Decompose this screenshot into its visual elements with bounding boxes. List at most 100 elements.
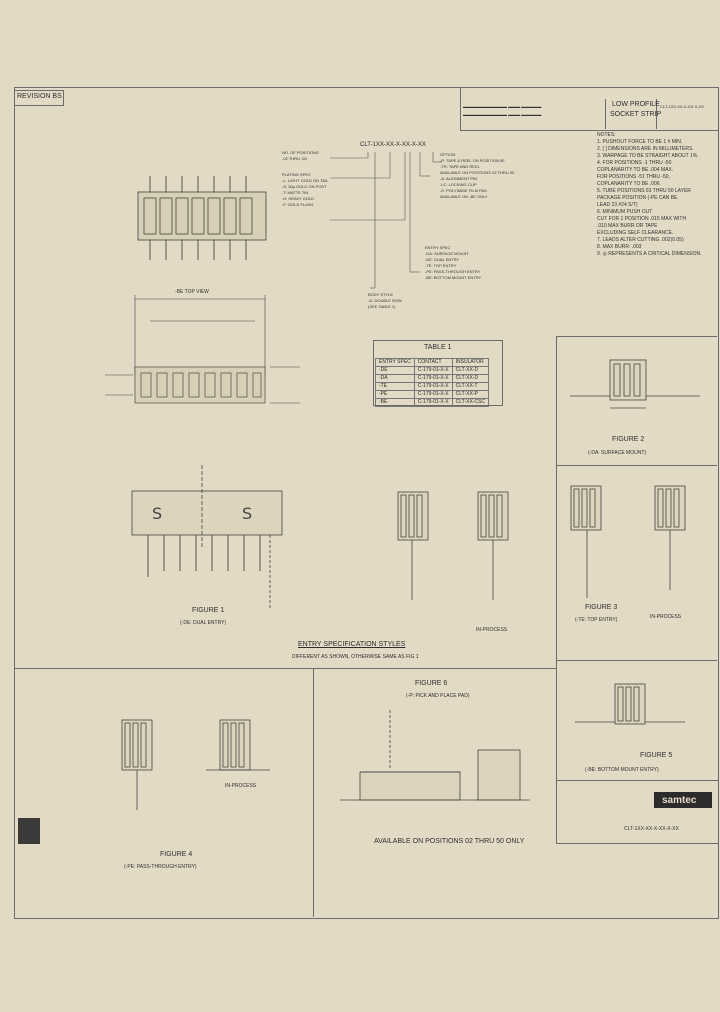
callout-text-block-3: OPTION-P: TAPE & REEL ON POSITION 50-TR:…	[440, 152, 515, 199]
figure3-drawing	[570, 485, 686, 598]
figure4-drawing	[121, 719, 270, 810]
table-cell: C-179-01-X-X	[413, 374, 453, 383]
table1-header: CONTACT	[413, 358, 453, 367]
table-cell: -DA	[375, 374, 415, 383]
top-view-drawing	[137, 176, 267, 260]
callout-leaders	[330, 152, 442, 289]
note-line: LEAD 23 #24 S/T)	[597, 202, 638, 208]
company-logo: samtec	[662, 795, 697, 806]
figure1-sub: (-DE: DUAL ENTRY)	[180, 620, 227, 626]
note-line: 7. LEADS ALTER CUTTING .002(0.05)	[597, 237, 684, 243]
title-header-divider	[605, 99, 606, 129]
figure3-in-process: IN-PROCESS	[650, 614, 682, 620]
table1-header: INSULATOR	[451, 358, 490, 367]
drawing-frame	[14, 87, 719, 919]
note-line: 6. MINIMUM PUSH OUT	[597, 209, 653, 215]
title-header-box	[460, 87, 719, 131]
figure6-sub: (-P: PICK AND PLACE PAD)	[406, 693, 470, 699]
table-cell: CLT-XX-CSC	[451, 398, 490, 407]
table-row: -DA C-179-01-X-X CLT-XX-D	[375, 374, 490, 383]
table-cell: C-179-01-X-X	[413, 366, 453, 375]
right-divider-3	[556, 660, 717, 661]
figure5-drawing	[575, 683, 685, 725]
figure4-in-process: IN-PROCESS	[225, 783, 257, 789]
note-line: 8. MAX BURR: .003	[597, 244, 642, 250]
table-row: -TE C-179-01-X-X CLT-XX-T	[375, 382, 490, 391]
note-line: 3. WARPAGE TO BE STRAIGHT ABOUT 1%.	[597, 153, 699, 159]
svg-text:S: S	[152, 504, 162, 523]
tolerance-line-2: ▬▬▬▬▬▬▬▬▬▬▬ ▬▬▬ ▬▬▬▬▬	[463, 112, 542, 117]
bottom-title-block	[556, 780, 719, 844]
table-row: -BE C-179-01-X-X CLT-XX-CSC	[375, 398, 490, 407]
top-view-label: -BE TOP VIEW	[175, 289, 209, 295]
svg-text:S: S	[242, 504, 252, 523]
entry-styles-sub: DIFFERENT AS SHOWN, OTHERWISE SAME AS FI…	[292, 654, 419, 660]
figure6-drawing	[340, 710, 530, 801]
lower-vert-divider	[313, 668, 314, 917]
figure2-drawing	[570, 359, 700, 409]
revision-box	[14, 90, 64, 106]
figure1-drawing: S S	[131, 465, 283, 610]
callout-text-block-1: NO. OF POSITIONS-02 THRU -50	[282, 150, 319, 161]
callout-text-block-5: BODY STYLE-D: DOUBLE ROW(SEE TABLE 1)	[368, 292, 402, 309]
note-line: 2. [ ] DIMENSIONS ARE IN MILLIMETERS.	[597, 146, 694, 152]
notes-block: NOTES: 1. PUSHOUT FORCE TO BE 1 # MIN. 2…	[597, 132, 715, 258]
title-line-2: SOCKET STRIP	[610, 111, 662, 118]
title-header-divider-2	[656, 99, 657, 129]
right-column-divider	[556, 336, 557, 780]
note-line: 5. TUBE POSITIONS 03 THRU 50 LAYER	[597, 188, 691, 194]
bottom-part-number: CLT-1XX-XX-X-XX-X-XX	[624, 826, 679, 832]
table1-title: TABLE 1	[424, 344, 452, 351]
figure3-label: FIGURE 3	[585, 604, 618, 611]
table1-header: ENTRY SPEC	[375, 358, 415, 367]
table1: ENTRY SPEC CONTACT INSULATOR -DE C-179-0…	[375, 358, 490, 407]
figure4-label: FIGURE 4	[160, 851, 193, 858]
figure6-label: FIGURE 6	[415, 680, 448, 687]
part-number-header: CLT-1XX-XX-X-XX-X-XX	[660, 104, 704, 109]
table-cell: CLT-XX-T	[451, 382, 490, 391]
table-cell: -PE	[375, 390, 415, 399]
revision-label: REVISION BS	[17, 93, 62, 100]
figure2-label: FIGURE 2	[612, 436, 645, 443]
availability-note: AVAILABLE ON POSITIONS 02 THRU 50 ONLY	[374, 838, 525, 845]
table-cell: C-179-01-X-X	[413, 382, 453, 391]
table-cell: C-179-01-X-X	[413, 390, 453, 399]
note-line: COPLANARITY TO BE .004 MAX.	[597, 167, 674, 173]
table-cell: -BE	[375, 398, 415, 407]
table-cell: -DE	[375, 366, 415, 375]
tolerance-line-1: ▬▬▬▬▬▬▬▬▬▬▬ ▬▬▬ ▬▬▬▬▬	[463, 104, 542, 109]
note-line: NOTES:	[597, 132, 616, 138]
note-line: EXCLUDING SELF CLEARANCE.	[597, 230, 674, 236]
stamp-box	[18, 818, 40, 844]
figure5-sub: (-BE: BOTTOM MOUNT ENTRY)	[585, 767, 659, 773]
part-number-callout: CLT-1XX-XX-X-XX-X-XX	[360, 142, 426, 148]
table1-header-row: ENTRY SPEC CONTACT INSULATOR	[375, 358, 490, 367]
table-cell: CLT-XX-P	[451, 390, 490, 399]
note-line: .010 MAX BURR OR TAPE	[597, 223, 658, 229]
figure5-label: FIGURE 5	[640, 752, 673, 759]
table-cell: CLT-XX-D	[451, 374, 490, 383]
callout-text-block-2: PLATING SPEC-L: LIGHT GOLD ON TAIL-S: 30…	[282, 172, 329, 207]
callout-text-block-4: ENTRY SPEC-DA: SURFACE MOUNT-DE: DUAL EN…	[425, 245, 482, 280]
figure4-sub: (-PE: PASS-THROUGH ENTRY)	[124, 864, 197, 870]
note-line: 4. FOR POSITIONS -1 THRU -50	[597, 160, 672, 166]
note-line: 1. PUSHOUT FORCE TO BE 1 # MIN.	[597, 139, 683, 145]
figure1-label: FIGURE 1	[192, 607, 225, 614]
entry-styles-title: ENTRY SPECIFICATION STYLES	[298, 641, 406, 648]
title-line-1: LOW PROFILE	[612, 101, 660, 108]
entry-in-process: IN-PROCESS	[476, 627, 508, 633]
right-divider-1	[556, 336, 717, 337]
dimensioned-top-view	[105, 295, 300, 404]
figure2-sub: (-DA: SURFACE MOUNT)	[588, 450, 647, 456]
entry-closeups	[397, 491, 509, 600]
table-cell: C-179-01-X-X	[413, 398, 453, 407]
lower-divider	[14, 668, 556, 669]
note-line: FOR POSITIONS -51 THRU -50,	[597, 174, 670, 180]
note-line: 9. ◎ REPRESENTS A CRITICAL DIMENSION.	[597, 251, 702, 257]
logo-box	[654, 792, 712, 808]
note-line: COPLANARITY TO BE .006.	[597, 181, 661, 187]
table-cell: -TE	[375, 382, 415, 391]
right-divider-2	[556, 465, 717, 466]
figure3-sub: (-TE: TOP ENTRY)	[575, 617, 618, 623]
table-cell: CLT-XX-D	[451, 366, 490, 375]
